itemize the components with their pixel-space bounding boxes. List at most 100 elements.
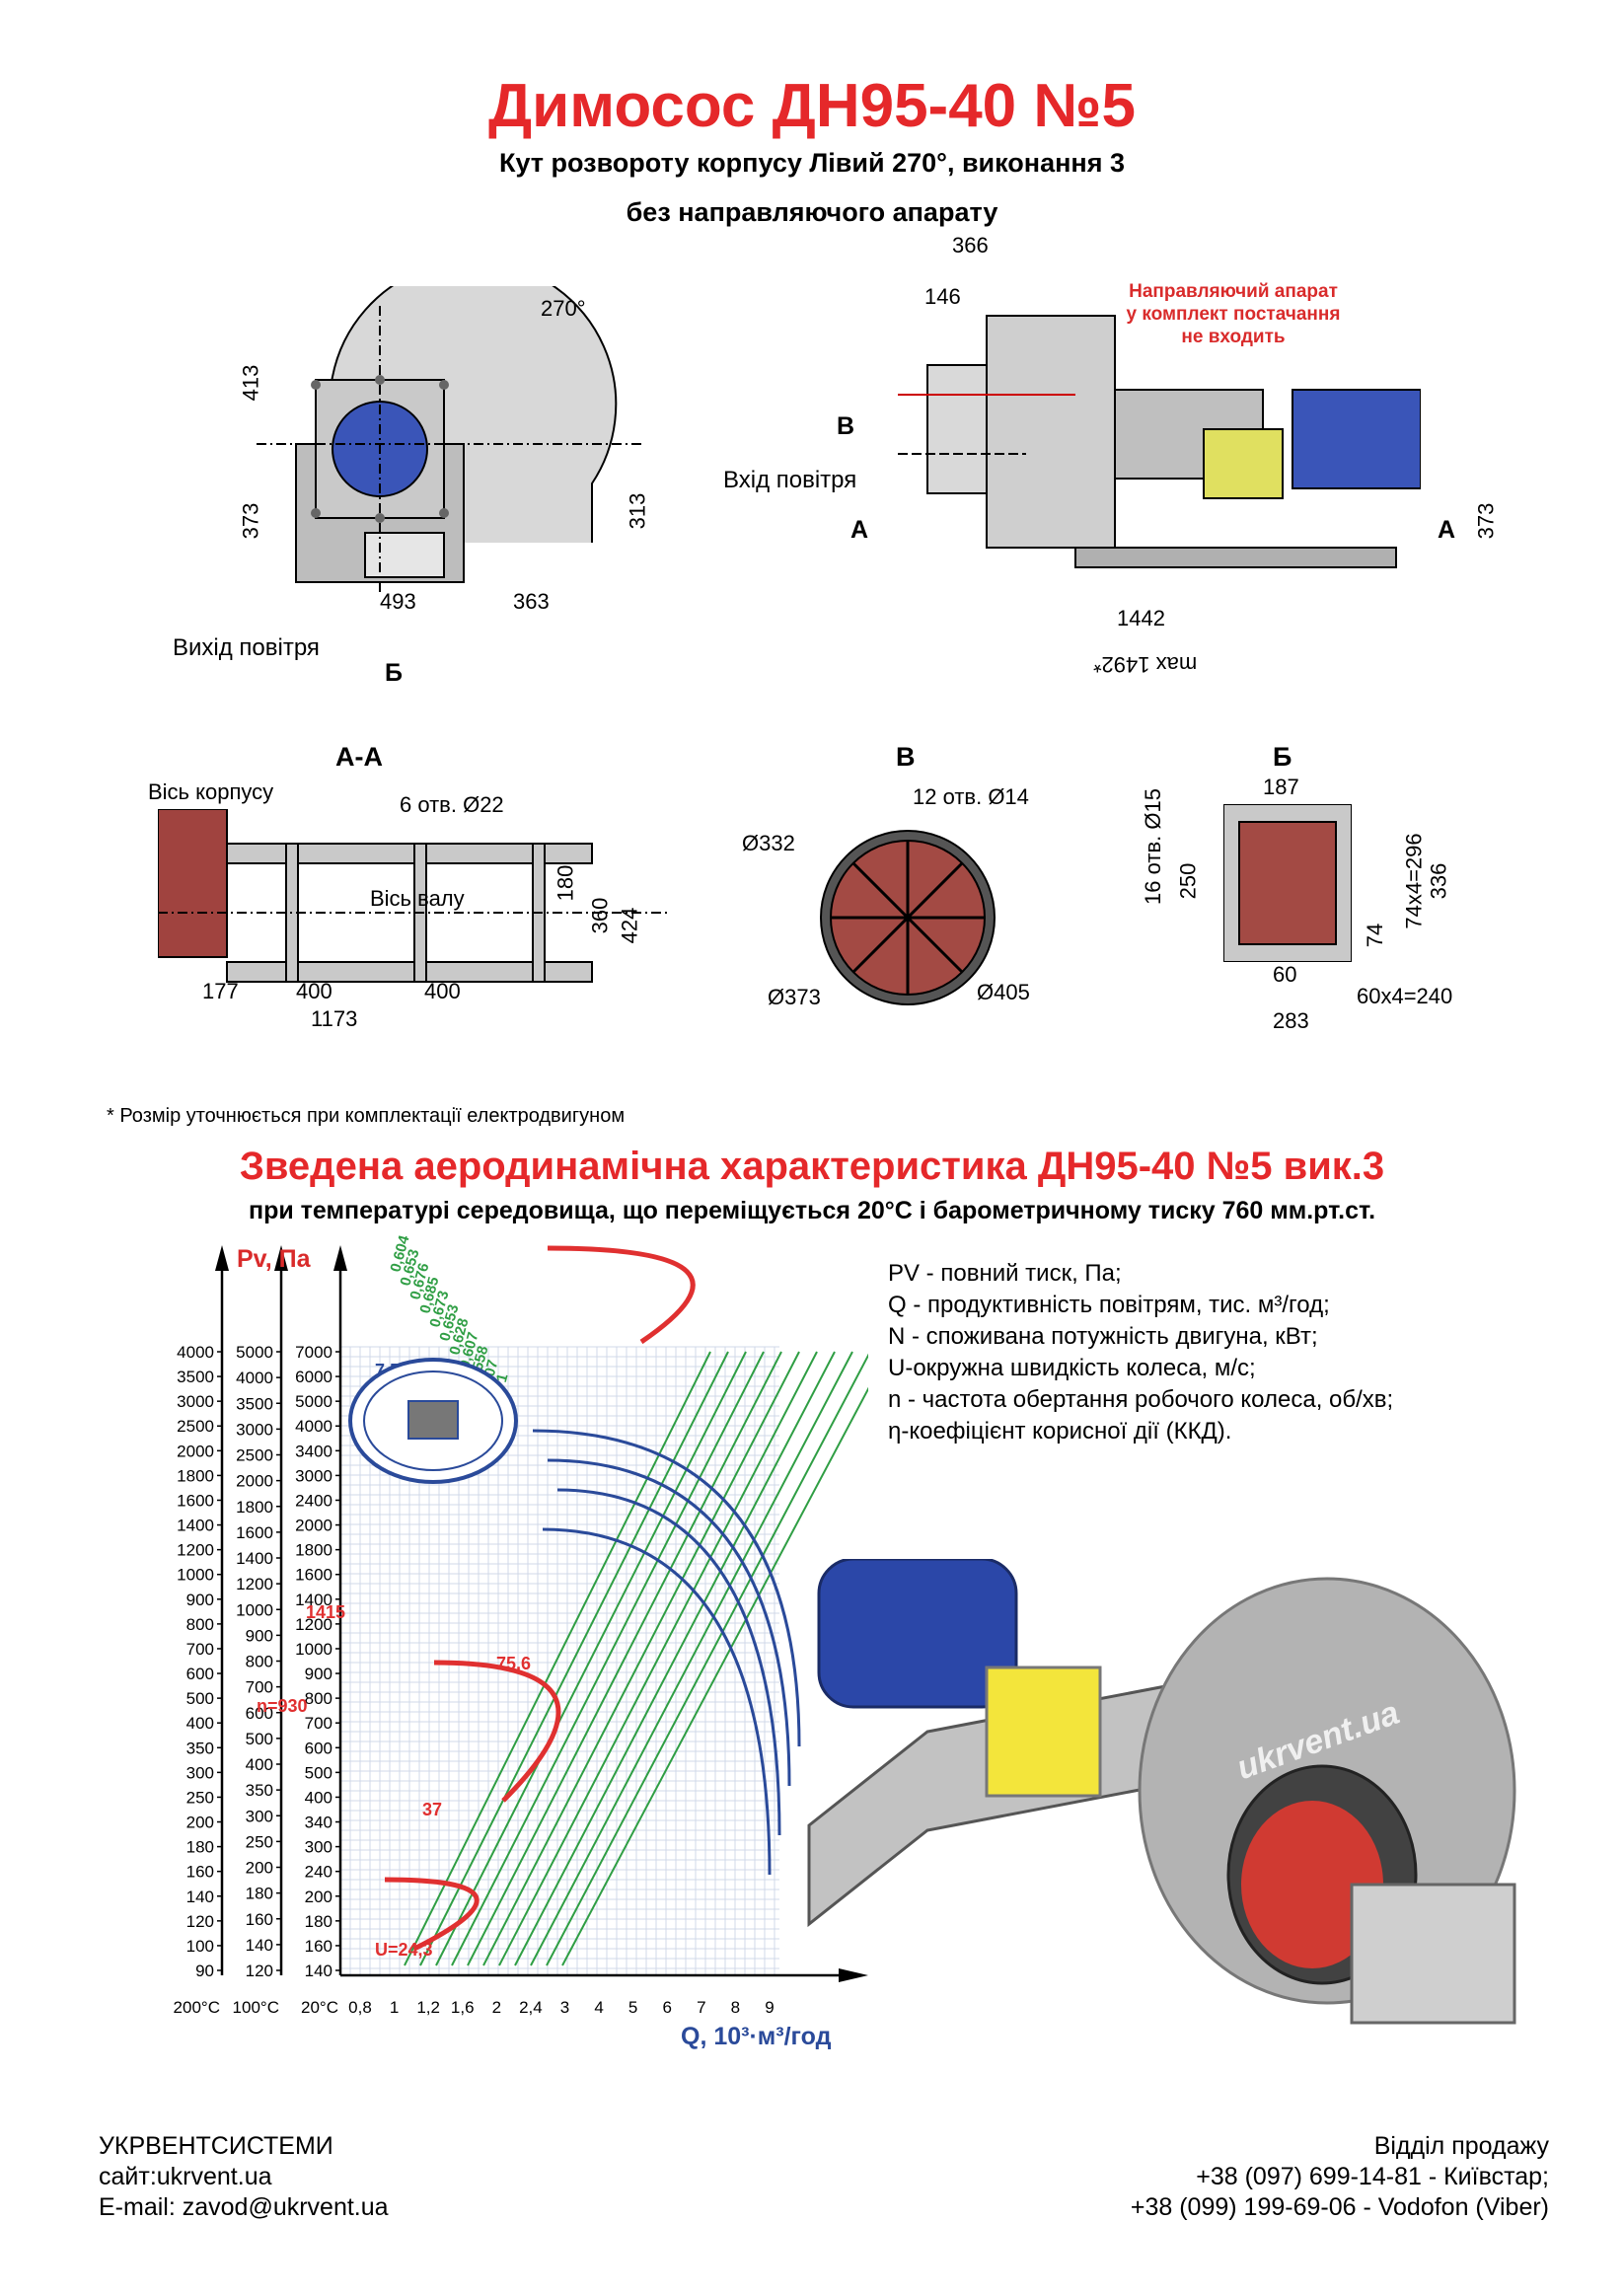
y-tick-label: 1600 <box>177 1491 214 1510</box>
section-b-title: Б <box>1273 742 1292 772</box>
y-tick-label: 240 <box>305 1863 332 1882</box>
dim-373-side: 373 <box>1473 502 1499 540</box>
y-tick-label: 250 <box>186 1788 214 1807</box>
front-view-drawing <box>257 286 641 592</box>
dim-250: 250 <box>1175 862 1201 900</box>
y-tick-label: 350 <box>186 1739 214 1757</box>
y-tick-label: 180 <box>186 1838 214 1857</box>
y-tick-label: 2000 <box>295 1517 332 1535</box>
website-link[interactable]: сайт:ukrvent.ua <box>99 2163 272 2190</box>
y-tick-label: 500 <box>186 1689 214 1708</box>
y-tick-label: 1000 <box>295 1640 332 1659</box>
efficiency-line <box>546 1353 868 1966</box>
dim-d332: Ø332 <box>742 831 795 855</box>
lab-stamp <box>348 1358 518 1484</box>
y-tick-label: 1800 <box>177 1466 214 1485</box>
y-tick-label: 800 <box>246 1653 273 1671</box>
legend-item-n: N - споживана потужність двигуна, кВт; <box>888 1323 1318 1350</box>
dim-360: 360 <box>587 897 613 934</box>
x-tick-label: 5 <box>628 1998 637 2017</box>
efficiency-line <box>419 1351 729 1966</box>
y-tick-label: 1600 <box>295 1566 332 1585</box>
y-tick-label: 900 <box>186 1591 214 1609</box>
y-tick-label: 400 <box>305 1788 332 1807</box>
holes-aa-label: 6 отв. Ø22 <box>400 792 504 817</box>
speed-curve-label: n=930 <box>257 1696 308 1716</box>
x-tick-label: 4 <box>594 1998 603 2017</box>
y-tick-label: 1600 <box>236 1523 273 1542</box>
dim-400-a: 400 <box>296 979 332 1003</box>
y-tick-label: 2000 <box>236 1472 273 1491</box>
y-tick-label: 140 <box>305 1962 332 1980</box>
dim-177: 177 <box>202 979 239 1003</box>
email-link[interactable]: E-mail: zavod@ukrvent.ua <box>99 2193 389 2221</box>
dim-366: 366 <box>952 233 989 258</box>
chart-curves <box>384 1245 868 1966</box>
power-curve <box>532 1429 801 1747</box>
view-marker-b: Б <box>385 659 403 687</box>
dim-413: 413 <box>238 364 263 402</box>
phone-vodafone[interactable]: +38 (099) 199-69-06 - Vodofon (Viber) <box>1130 2193 1549 2221</box>
y-tick-label: 350 <box>246 1781 273 1800</box>
chart-ylabel: Pv, Па <box>237 1245 311 1273</box>
y-axis-arrow-icon <box>215 1245 229 1271</box>
chart-xlabel: Q, 10³·м³/год <box>681 2023 832 2050</box>
page-subtitle-2: без направляючого апарату <box>626 197 998 227</box>
dim-493: 493 <box>380 589 416 614</box>
dim-d373: Ø373 <box>768 985 821 1009</box>
y-tick-label: 5000 <box>295 1392 332 1411</box>
dim-74: 74 <box>1363 923 1388 948</box>
y-tick-label: 700 <box>246 1678 273 1697</box>
aerodynamic-chart: 4000350030002500200018001600140012001000… <box>174 1233 868 2017</box>
section-aa-title: А-А <box>335 742 383 772</box>
y-tick-label: 1200 <box>295 1615 332 1634</box>
y-tick-label: 2400 <box>295 1491 332 1510</box>
legend-item-eta: η-коефіцієнт корисної дії (ККД). <box>888 1418 1232 1444</box>
y-tick-label: 6000 <box>295 1368 332 1386</box>
y-tick-label: 160 <box>305 1937 332 1956</box>
efficiency-line <box>435 1351 747 1966</box>
y-tick-label: 200 <box>246 1859 273 1878</box>
y-tick-label: 4000 <box>295 1417 332 1436</box>
efficiency-line <box>451 1351 765 1966</box>
section-marker-a-left: А <box>850 516 869 544</box>
y-tick-label: 180 <box>246 1885 273 1903</box>
y-tick-label: 200 <box>305 1888 332 1906</box>
dim-d405: Ø405 <box>977 980 1030 1004</box>
y-tick-label: 2500 <box>236 1446 273 1465</box>
y-tick-label: 5000 <box>236 1343 273 1362</box>
y-tick-label: 800 <box>305 1689 332 1708</box>
y-tick-label: 500 <box>305 1763 332 1782</box>
section-aa-drawing <box>158 809 671 983</box>
x-tick-label: 8 <box>731 1998 740 2017</box>
characteristic-title: Зведена аеродинамічна характеристика ДН9… <box>239 1145 1385 1188</box>
characteristic-subtitle: при температурі середовища, що переміщує… <box>248 1197 1376 1224</box>
holes-b-label: 16 отв. Ø15 <box>1140 788 1165 905</box>
side-view-drawing <box>898 315 1421 568</box>
y-tick-label: 180 <box>305 1912 332 1931</box>
y-tick-label: 500 <box>246 1730 273 1748</box>
holes-v-label: 12 отв. Ø14 <box>913 784 1029 809</box>
y-tick-label: 600 <box>246 1704 273 1723</box>
dim-400-b: 400 <box>424 979 461 1003</box>
y-tick-label: 1000 <box>236 1600 273 1619</box>
y-tick-label: 300 <box>186 1763 214 1782</box>
guide-apparatus-note: Направляючий апарат у комплект постачанн… <box>1126 281 1341 347</box>
footnote: * Розмір уточнюється при комплектації ел… <box>107 1105 626 1127</box>
y-axis-temp-label: 100°С <box>233 1998 279 2017</box>
speed-curve-end-label: 37 <box>422 1800 442 1819</box>
x-axis-arrow-icon <box>839 1968 868 1982</box>
y-tick-label: 3400 <box>295 1442 332 1460</box>
y-tick-label: 300 <box>246 1807 273 1825</box>
dim-1173: 1173 <box>311 1006 358 1031</box>
y-axis-arrow-icon <box>333 1245 347 1271</box>
dim-60: 60 <box>1273 962 1297 987</box>
footer-sales: Відділ продажу +38 (097) 699-14-81 - Киї… <box>1131 2131 1549 2223</box>
dim-60x4: 60x4=240 <box>1357 984 1453 1008</box>
y-tick-label: 1400 <box>177 1517 214 1535</box>
phone-kyivstar[interactable]: +38 (097) 699-14-81 - Київстар; <box>1196 2163 1549 2190</box>
section-v-drawing <box>820 830 996 1005</box>
fan-stamp-icon <box>407 1400 459 1440</box>
y-tick-label: 1400 <box>236 1549 273 1568</box>
x-tick-label: 9 <box>765 1998 774 2017</box>
